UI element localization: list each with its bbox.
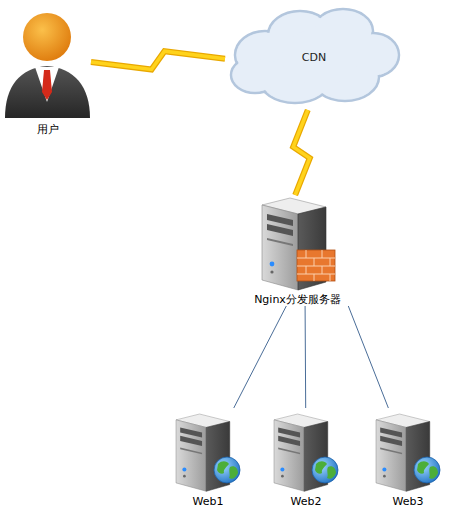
globe-symbol [414,457,440,483]
node-label: CDN [302,51,326,64]
connector-stroke [234,306,287,408]
lightning-link [293,110,310,195]
user-shirt [35,67,59,102]
lightning-outline [91,51,225,69]
connector-line [234,306,287,408]
connector-line [305,306,307,408]
nginx-server-icon [262,198,335,290]
connector-line [348,306,388,408]
server-node: Web1 [167,408,249,508]
cloud-lobe [282,29,359,86]
lightning-link [91,51,225,69]
lightning-core [91,51,225,69]
cloud-node: CDN [225,5,403,110]
cloud-lobe [233,59,278,92]
server-node: Nginx分发服务器 [225,195,370,306]
node-label: Nginx分发服务器 [254,293,341,306]
web-server-icon [176,414,240,491]
node-label: 用户 [37,123,59,136]
node-label: Web1 [193,495,224,508]
server-node: Web3 [367,408,449,508]
firewall-symbol [297,250,335,281]
node-label: Web2 [291,495,322,508]
connector-stroke [305,306,307,408]
cloud-fill [233,11,398,102]
connector-stroke [348,306,388,408]
user-figure [5,13,90,118]
user-body [5,66,90,118]
user-tie [42,70,52,100]
user-node: 用户 [5,3,91,136]
user-head [23,13,71,61]
web-server-icon [274,414,338,491]
lightning-core [293,110,310,195]
lightning-outline [293,110,310,195]
cloud-outline [231,9,399,103]
globe-symbol [312,457,338,483]
server-node: Web2 [265,408,347,508]
web-server-icon [376,414,440,491]
globe-symbol [214,457,240,483]
node-label: Web3 [393,495,424,508]
